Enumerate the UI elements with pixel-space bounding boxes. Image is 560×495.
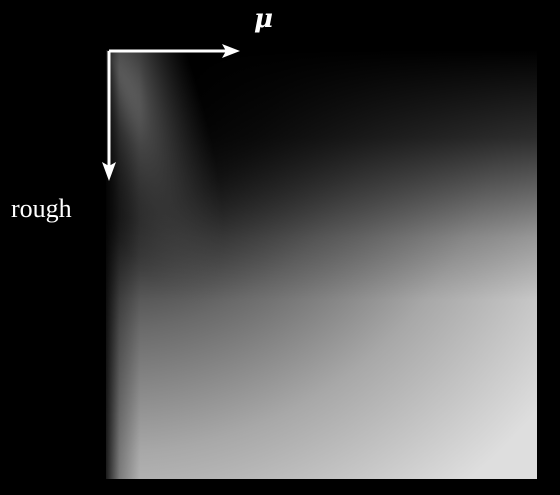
- mu-axis-label: μ: [254, 4, 274, 34]
- rough-axis-label: rough: [11, 194, 72, 223]
- rough-arrowhead-icon: [102, 162, 116, 181]
- gradient-left-edge: [106, 50, 537, 479]
- axis-arrows: [102, 44, 240, 181]
- gradient-field: [106, 50, 537, 479]
- mu-arrowhead-icon: [222, 44, 240, 58]
